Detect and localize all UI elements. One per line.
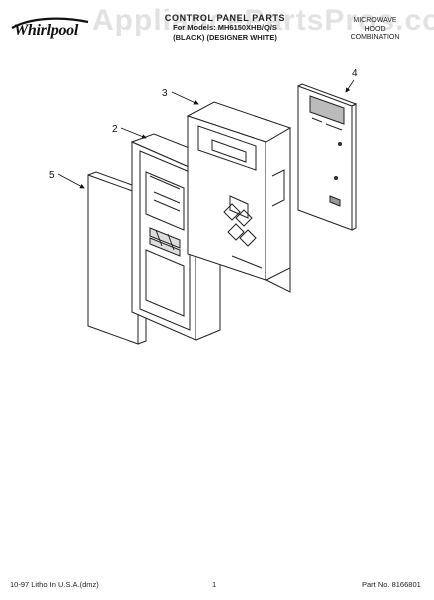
- page-header: CONTROL PANEL PARTS For Models: MH6150XH…: [140, 13, 310, 43]
- callout-5: 4: [352, 68, 358, 79]
- page-title: CONTROL PANEL PARTS: [164, 13, 286, 23]
- callout-2: 2: [112, 124, 118, 135]
- page-number: 1: [212, 580, 217, 589]
- part-number: Part No. 8166801: [362, 580, 421, 589]
- watermark-text: AppliancePartsPros.com: [92, 4, 434, 37]
- whirlpool-logo: [11, 17, 89, 29]
- model-line: For Models: MH6150XHB/Q/S: [173, 23, 277, 32]
- product-type: MICROWAVE HOOD COMBINATION: [340, 17, 410, 43]
- litho-note: 10-97 Litho In U.S.A.(dmz): [10, 580, 99, 589]
- color-line: (BLACK) (DESIGNER WHITE): [173, 33, 277, 42]
- brand-name: Whirlpool: [14, 22, 78, 39]
- product-line-1: MICROWAVE: [353, 17, 397, 24]
- callout-3: 3: [162, 88, 168, 99]
- callout-4: 5: [49, 170, 55, 181]
- product-line-3: COMBINATION: [350, 34, 400, 41]
- product-line-2: HOOD: [364, 25, 386, 33]
- part-3-housing: [186, 101, 292, 293]
- part-5-circuit-board: [297, 83, 358, 231]
